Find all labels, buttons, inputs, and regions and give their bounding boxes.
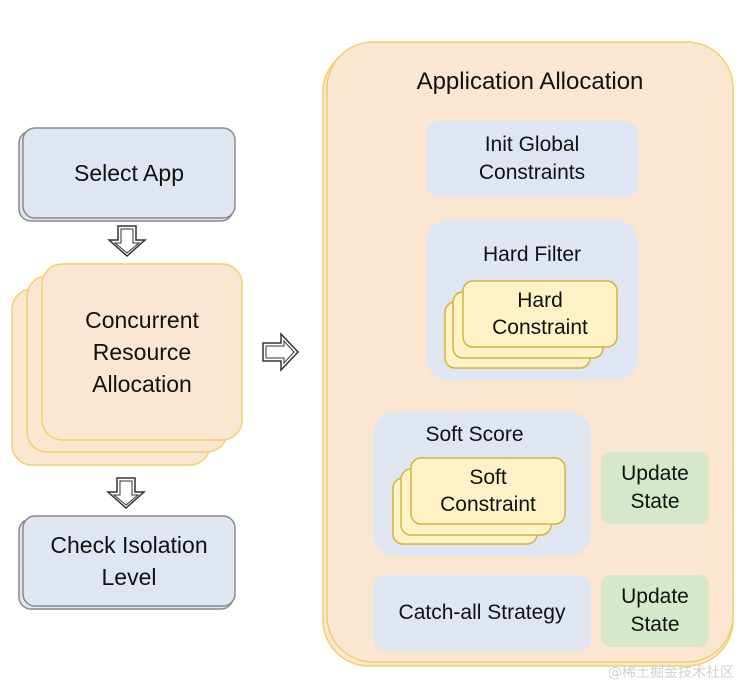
update-state-1-box [601,452,709,524]
check-isolation-box [22,515,236,607]
app-allocation-title: Application Allocation [416,68,644,95]
soft-constraint-label: Soft Constraint [440,466,536,516]
catch-all-box [373,575,591,651]
down-arrow-inner-icon [112,480,140,506]
init-global-label: Init Global Constraints [478,133,586,184]
concurrent-label: Concurrent Resource Allocation [85,307,199,397]
watermark: @稀土掘金技术社区 [608,665,734,681]
concurrent-box [41,263,243,441]
init-global-box [426,121,638,197]
hard-constraint-label: Hard Constraint [492,289,588,339]
hard-constraint-box [462,280,618,348]
update-state-1-label: Update State [621,462,689,513]
right-arrow-inner-icon [265,339,295,365]
update-state-2-box [601,575,709,647]
down-arrow-inner-icon [113,228,141,254]
select-app-label: Select App [74,160,184,186]
soft-constraint-box [410,457,566,525]
update-state-2-label: Update State [621,585,689,636]
down-arrow-icon [107,225,147,258]
soft-score-label: Soft Score [425,423,524,446]
select-app-box [22,127,236,219]
right-arrow-icon [262,332,300,372]
down-arrow-icon [106,477,146,510]
hard-filter-label: Hard Filter [482,243,582,266]
check-isolation-label: Check Isolation Level [50,532,208,590]
catch-all-label: Catch-all Strategy [398,601,566,624]
